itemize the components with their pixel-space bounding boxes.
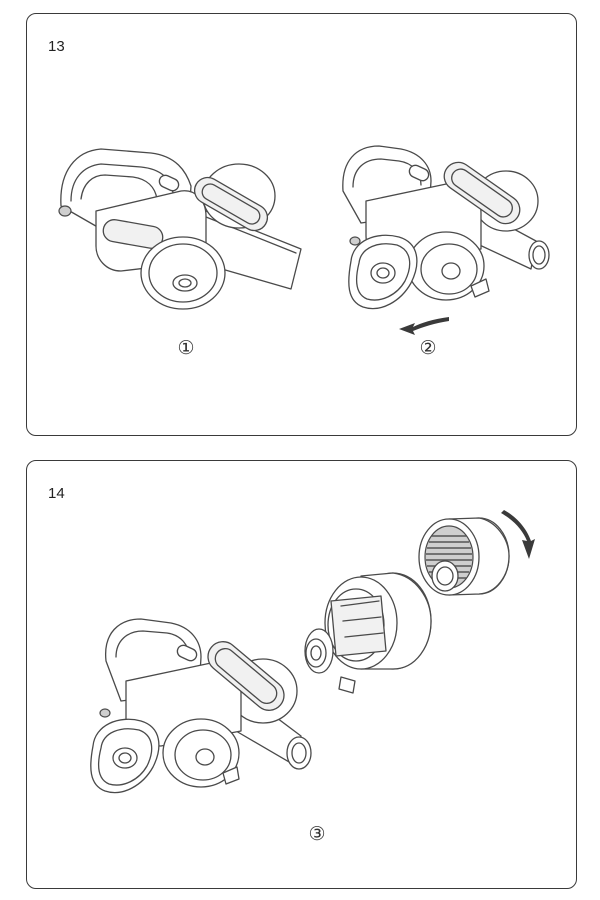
illustration-label-3: ③ (308, 823, 326, 845)
cyclone-assembly-illustration (304, 572, 432, 694)
step-13-panel: 13 (26, 13, 577, 436)
filter-cartridge-illustration (418, 517, 510, 596)
motor-housing-assembled-illustration (58, 148, 302, 310)
step-number: 14 (48, 485, 65, 502)
panel-13-illustrations (58, 145, 550, 335)
panel-14-illustrations (90, 510, 535, 794)
curved-arrow-counterclockwise-icon (399, 317, 449, 335)
motor-housing-cap-open-illustration (342, 145, 550, 310)
motor-housing-open-illustration (90, 618, 312, 794)
illustration-label-2: ② (419, 337, 437, 359)
step-number: 13 (48, 38, 65, 55)
step-14-panel: 14 (26, 460, 577, 889)
illustration-label-1: ① (177, 337, 195, 359)
curved-arrow-clockwise-icon (501, 510, 535, 559)
